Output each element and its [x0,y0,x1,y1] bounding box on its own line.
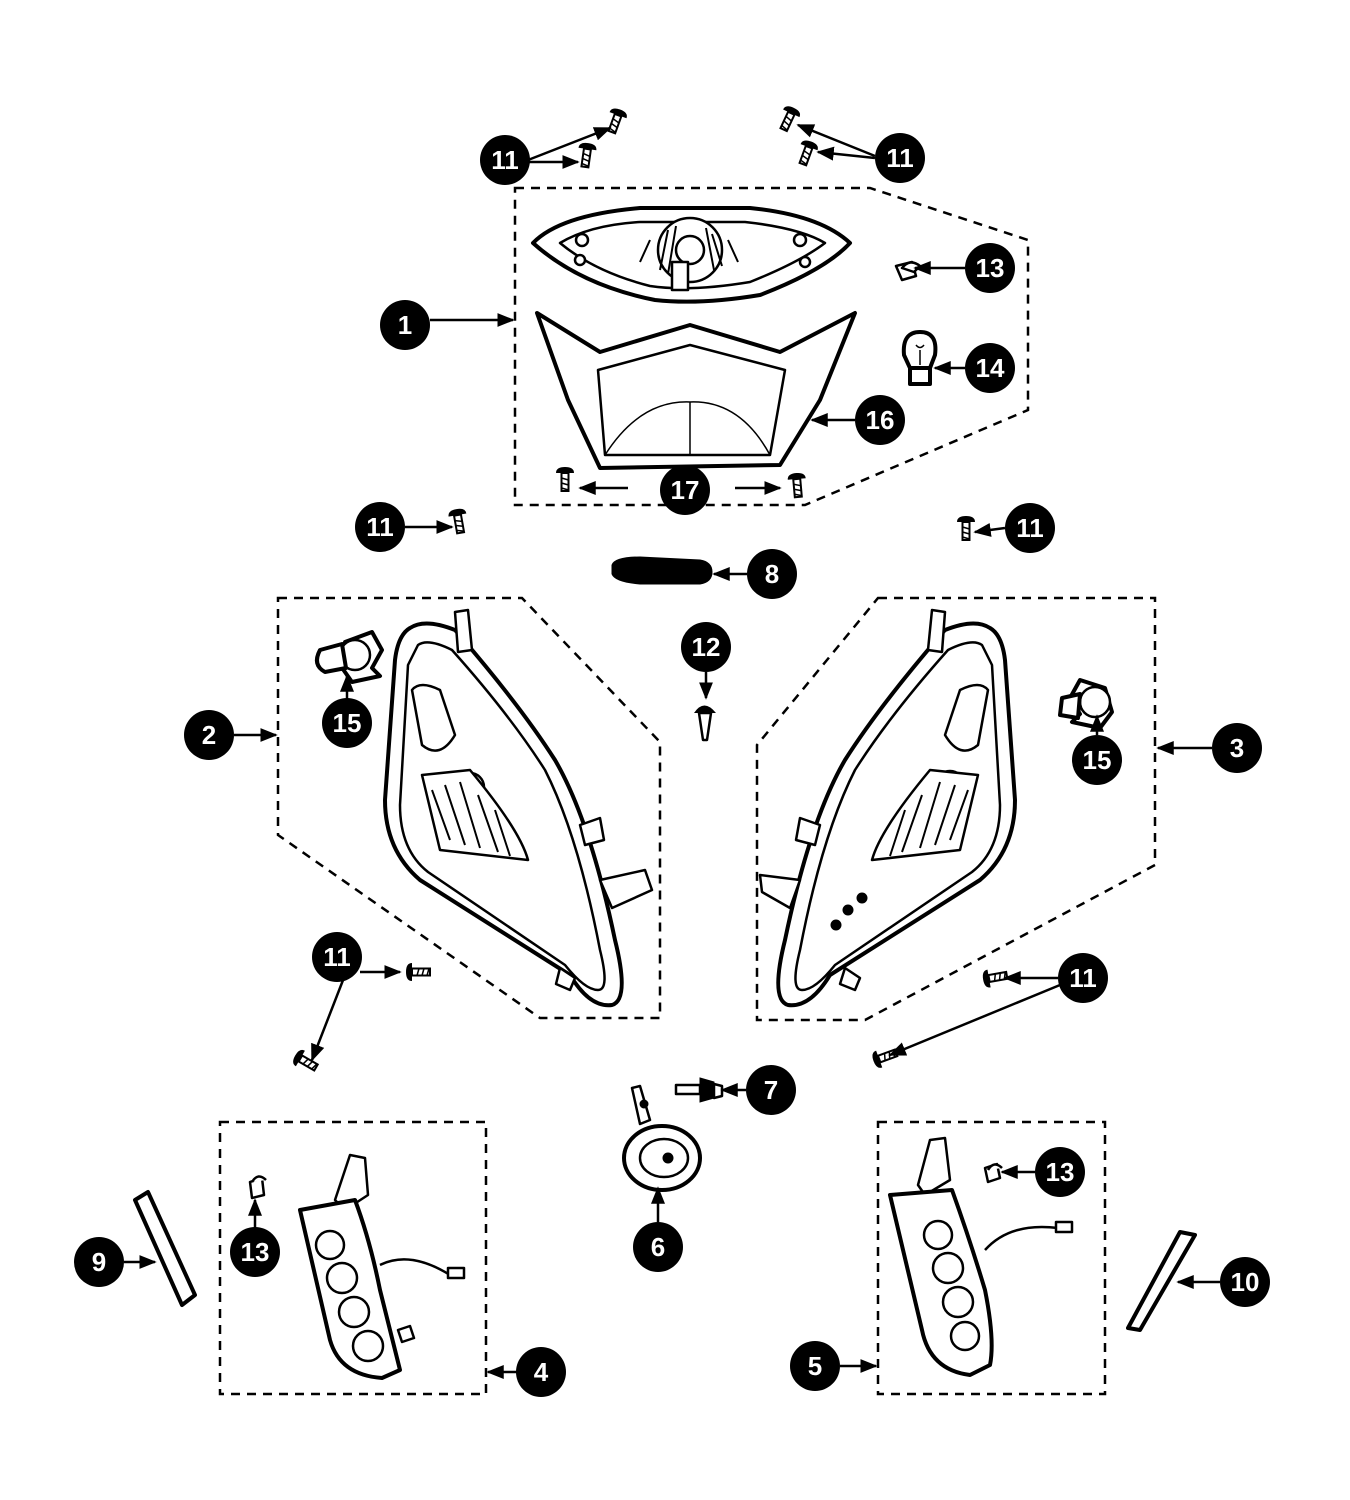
callout-10: 10 [1220,1257,1270,1307]
callout-12: 12 [681,622,731,672]
callout-2: 2 [184,710,234,760]
callout-14: 14 [965,343,1015,393]
svg-text:2: 2 [202,720,216,750]
svg-text:17: 17 [671,475,700,505]
callout-15-left: 15 [322,698,372,748]
right-headlight-part-3 [758,608,1017,1008]
callout-11-top-right: 11 [875,133,925,183]
svg-text:15: 15 [333,708,362,738]
leader-lines [124,123,1220,1379]
left-headlight-part-2 [383,608,654,1008]
group-outline-3 [755,596,1157,1022]
halogen-bulb-part-15-left [314,630,384,684]
headlight-cover-part-16 [535,311,857,470]
svg-text:9: 9 [92,1247,106,1277]
svg-text:13: 13 [976,253,1005,283]
callout-13-top: 13 [965,243,1015,293]
headlight-housing-part-1 [531,206,852,304]
callout-13-right: 13 [1035,1147,1085,1197]
callout-1: 1 [380,300,430,350]
screw-11-low-right-b [869,1043,901,1071]
callout-3: 3 [1212,723,1262,773]
svg-text:11: 11 [1069,963,1097,993]
svg-text:15: 15 [1083,745,1112,775]
callout-11-low-left: 11 [312,932,362,982]
group-outline-2 [276,596,662,1020]
rubber-pad-part-8 [611,556,713,585]
screw-11-mid-left [446,506,471,536]
svg-text:11: 11 [1016,513,1044,543]
bulb-part-14 [901,330,938,386]
turn-signal-left-part-4 [298,1153,466,1380]
reflector-part-9 [133,1190,197,1307]
callout-11-mid-left: 11 [355,502,405,552]
group-outline-1 [513,186,1030,507]
svg-text:14: 14 [976,353,1005,383]
callout-17: 17 [660,465,710,515]
reflector-part-10 [1126,1230,1197,1332]
callout-15-right: 15 [1072,735,1122,785]
callout-13-left: 13 [230,1227,280,1277]
callout-8: 8 [747,549,797,599]
svg-text:12: 12 [692,632,721,662]
callout-9: 9 [74,1237,124,1287]
callout-4: 4 [516,1347,566,1397]
screw-11-low-right-a [980,965,1010,990]
svg-text:11: 11 [366,512,394,542]
svg-text:13: 13 [1046,1157,1075,1187]
screw-17-right [786,471,809,499]
bulb-socket-part-13-right [983,1162,1003,1184]
screw-11-low-left-a [405,962,431,982]
screw-11-mid-right [956,515,976,541]
svg-text:7: 7 [764,1075,778,1105]
horn-part-6 [622,1084,702,1192]
svg-text:6: 6 [651,1232,665,1262]
callout-11-top-left: 11 [480,135,530,185]
clip-part-12 [694,705,716,742]
svg-text:11: 11 [323,942,351,972]
callout-6: 6 [633,1222,683,1272]
callout-16: 16 [855,395,905,445]
svg-text:10: 10 [1231,1267,1260,1297]
callout-5: 5 [790,1341,840,1391]
svg-text:16: 16 [866,405,895,435]
group-outline-5 [876,1120,1107,1396]
svg-text:13: 13 [241,1237,270,1267]
svg-text:11: 11 [491,145,519,175]
screw-11-top-left-upper [602,105,630,137]
svg-text:3: 3 [1230,733,1244,763]
screw-17-left [555,466,575,492]
callout-7: 7 [746,1065,796,1115]
screw-11-top-right-lower [793,137,821,169]
screw-11-top-left-lower [575,140,599,170]
bulb-socket-part-13-top [894,260,922,282]
halogen-bulb-part-15-right [1058,678,1114,730]
group-outline-4 [218,1120,488,1396]
bulb-socket-part-13-left [248,1175,267,1200]
bolt-part-7 [674,1077,724,1103]
svg-text:5: 5 [808,1351,822,1381]
svg-text:1: 1 [398,310,412,340]
svg-text:4: 4 [534,1357,549,1387]
callout-11-low-right: 11 [1058,953,1108,1003]
screw-11-top-right-upper [774,103,803,135]
callout-11-mid-right: 11 [1005,503,1055,553]
svg-text:8: 8 [765,559,779,589]
turn-signal-right-part-5 [888,1136,1074,1377]
svg-text:11: 11 [886,143,914,173]
